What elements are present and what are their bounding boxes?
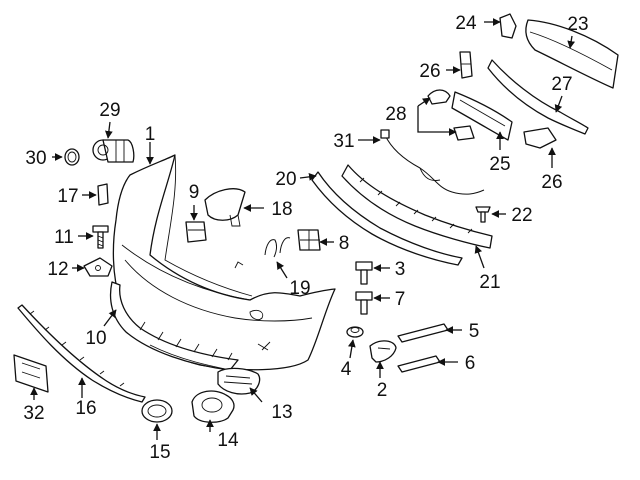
bracket-12-drawing <box>83 257 113 277</box>
side-bracket-drawing <box>369 340 397 363</box>
callout-16: 16 <box>75 398 96 419</box>
callout-31: 31 <box>333 131 354 152</box>
callout-26b: 26 <box>541 172 562 193</box>
callout-8: 8 <box>339 233 350 254</box>
callout-6: 6 <box>465 353 476 374</box>
bolt-3-drawing <box>355 261 373 285</box>
tow-cover-drawing <box>204 188 246 227</box>
wire-clip-drawing <box>264 237 291 258</box>
callout-18: 18 <box>271 199 292 220</box>
callout-4: 4 <box>341 359 352 380</box>
callout-7: 7 <box>395 289 406 310</box>
bracket-26-top-drawing <box>459 51 473 79</box>
callout-23: 23 <box>567 14 588 35</box>
support-rail-drawing <box>341 164 493 249</box>
callout-13: 13 <box>271 402 292 423</box>
callout-17: 17 <box>57 186 78 207</box>
lower-molding-drawing <box>17 304 146 403</box>
lower-strip-drawing <box>397 355 441 373</box>
absorber-drawing <box>451 91 513 141</box>
callout-28: 28 <box>385 104 406 125</box>
callout-29: 29 <box>99 100 120 121</box>
callout-labels: 1 2 3 4 5 6 7 8 9 10 11 12 13 14 15 16 1… <box>23 13 588 463</box>
callout-10: 10 <box>85 328 106 349</box>
bumper-cover-drawing <box>112 154 336 371</box>
clip-8-drawing <box>297 229 321 251</box>
bolt-7-drawing <box>355 291 373 315</box>
callout-27: 27 <box>551 74 572 95</box>
bracket-28-drawing <box>427 89 475 141</box>
fog-bezel-right-drawing <box>191 390 235 423</box>
callout-14: 14 <box>217 430 239 451</box>
bracket-24-drawing <box>499 13 517 39</box>
callout-30: 30 <box>25 148 46 169</box>
callout-12: 12 <box>47 259 68 280</box>
fog-grille-drawing <box>217 367 261 395</box>
upper-strip-drawing <box>397 323 449 343</box>
callout-1: 1 <box>145 124 156 145</box>
callout-25: 25 <box>489 154 510 175</box>
callout-24: 24 <box>455 13 477 34</box>
fog-bezel-left-drawing <box>141 399 173 423</box>
callout-11: 11 <box>54 227 74 248</box>
callout-2: 2 <box>377 380 388 401</box>
push-pin-drawing <box>475 206 491 223</box>
leaders <box>30 18 576 440</box>
callout-21: 21 <box>479 272 500 293</box>
upper-molding-drawing <box>311 171 463 266</box>
callout-26: 26 <box>419 61 440 82</box>
bracket-26-bottom-drawing <box>523 127 557 149</box>
clip-17-drawing <box>97 183 109 206</box>
park-sensor-drawing <box>92 139 135 163</box>
callout-19: 19 <box>289 278 310 299</box>
clip-9-drawing <box>185 221 207 243</box>
callout-5: 5 <box>469 321 480 342</box>
license-bracket-drawing <box>13 354 49 393</box>
nut-4-drawing <box>346 326 364 338</box>
sensor-ring-drawing <box>64 148 80 166</box>
callout-9: 9 <box>189 182 200 203</box>
callout-22: 22 <box>511 205 532 226</box>
screw-11-drawing <box>92 225 109 249</box>
callout-32: 32 <box>23 403 44 424</box>
callout-3: 3 <box>395 259 406 280</box>
callout-15: 15 <box>149 442 170 463</box>
wire-harness-drawing <box>380 129 485 195</box>
reinforcement-drawing <box>487 59 589 135</box>
callout-20: 20 <box>275 169 296 190</box>
